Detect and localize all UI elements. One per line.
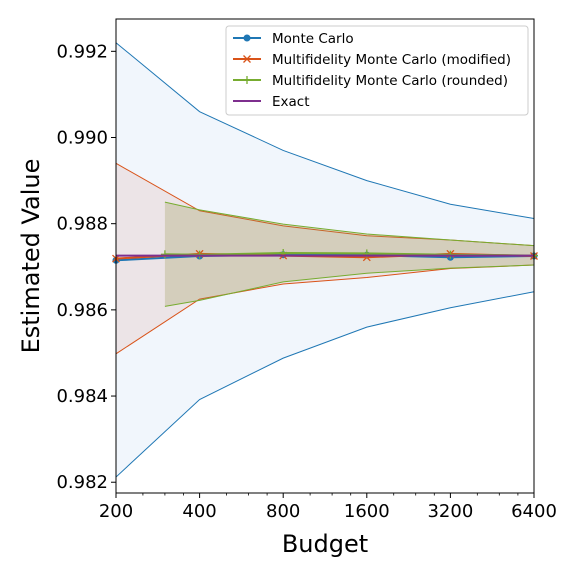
band-series-0 — [116, 42, 534, 478]
legend-label-0: Monte Carlo — [272, 31, 354, 47]
legend-label-1: Multifidelity Monte Carlo (modified) — [272, 52, 511, 68]
upper-bound-series-0 — [115, 42, 535, 220]
band-series-1 — [116, 163, 534, 354]
lower-bound-series-2 — [164, 264, 535, 307]
legend-label-3: Exact — [272, 94, 310, 110]
x-tick-label-2: 800 — [266, 501, 300, 522]
legend-label-2: Multifidelity Monte Carlo (rounded) — [272, 73, 508, 89]
legend-marker-2 — [243, 76, 251, 84]
x-axis-ticks: 200 400 800 1600 3200 6400 — [99, 493, 557, 522]
y-tick-label-4: 0.990 — [56, 128, 108, 149]
legend-marker-0 — [243, 34, 251, 42]
x-tick-label-3: 1600 — [344, 501, 390, 522]
legend-box — [225, 25, 529, 116]
y-tick-label-5: 0.992 — [56, 41, 108, 62]
x-axis-label: Budget — [282, 530, 368, 558]
series-lines — [112, 248, 538, 264]
x-tick-label-1: 400 — [182, 501, 216, 522]
y-tick-label-1: 0.984 — [56, 386, 108, 407]
x-tick-label-4: 3200 — [427, 501, 473, 522]
y-tick-label-2: 0.986 — [56, 300, 108, 321]
legend-marker-1 — [243, 55, 251, 63]
lower-bound-series-0 — [115, 291, 535, 478]
x-tick-label-0: 200 — [99, 501, 133, 522]
point-series-2-0 — [160, 250, 169, 259]
y-tick-label-3: 0.988 — [56, 214, 108, 235]
y-axis-label: Estimated Value — [17, 159, 45, 354]
x-tick-label-5: 6400 — [511, 501, 557, 522]
upper-bound-series-2 — [164, 201, 535, 247]
legend-marker-1-stroke-b — [243, 55, 251, 63]
y-axis-ticks: 0.982 0.984 0.986 0.988 0.990 0.992 — [56, 41, 116, 493]
plot-frame — [115, 18, 535, 494]
y-tick-label-0: 0.982 — [56, 472, 108, 493]
